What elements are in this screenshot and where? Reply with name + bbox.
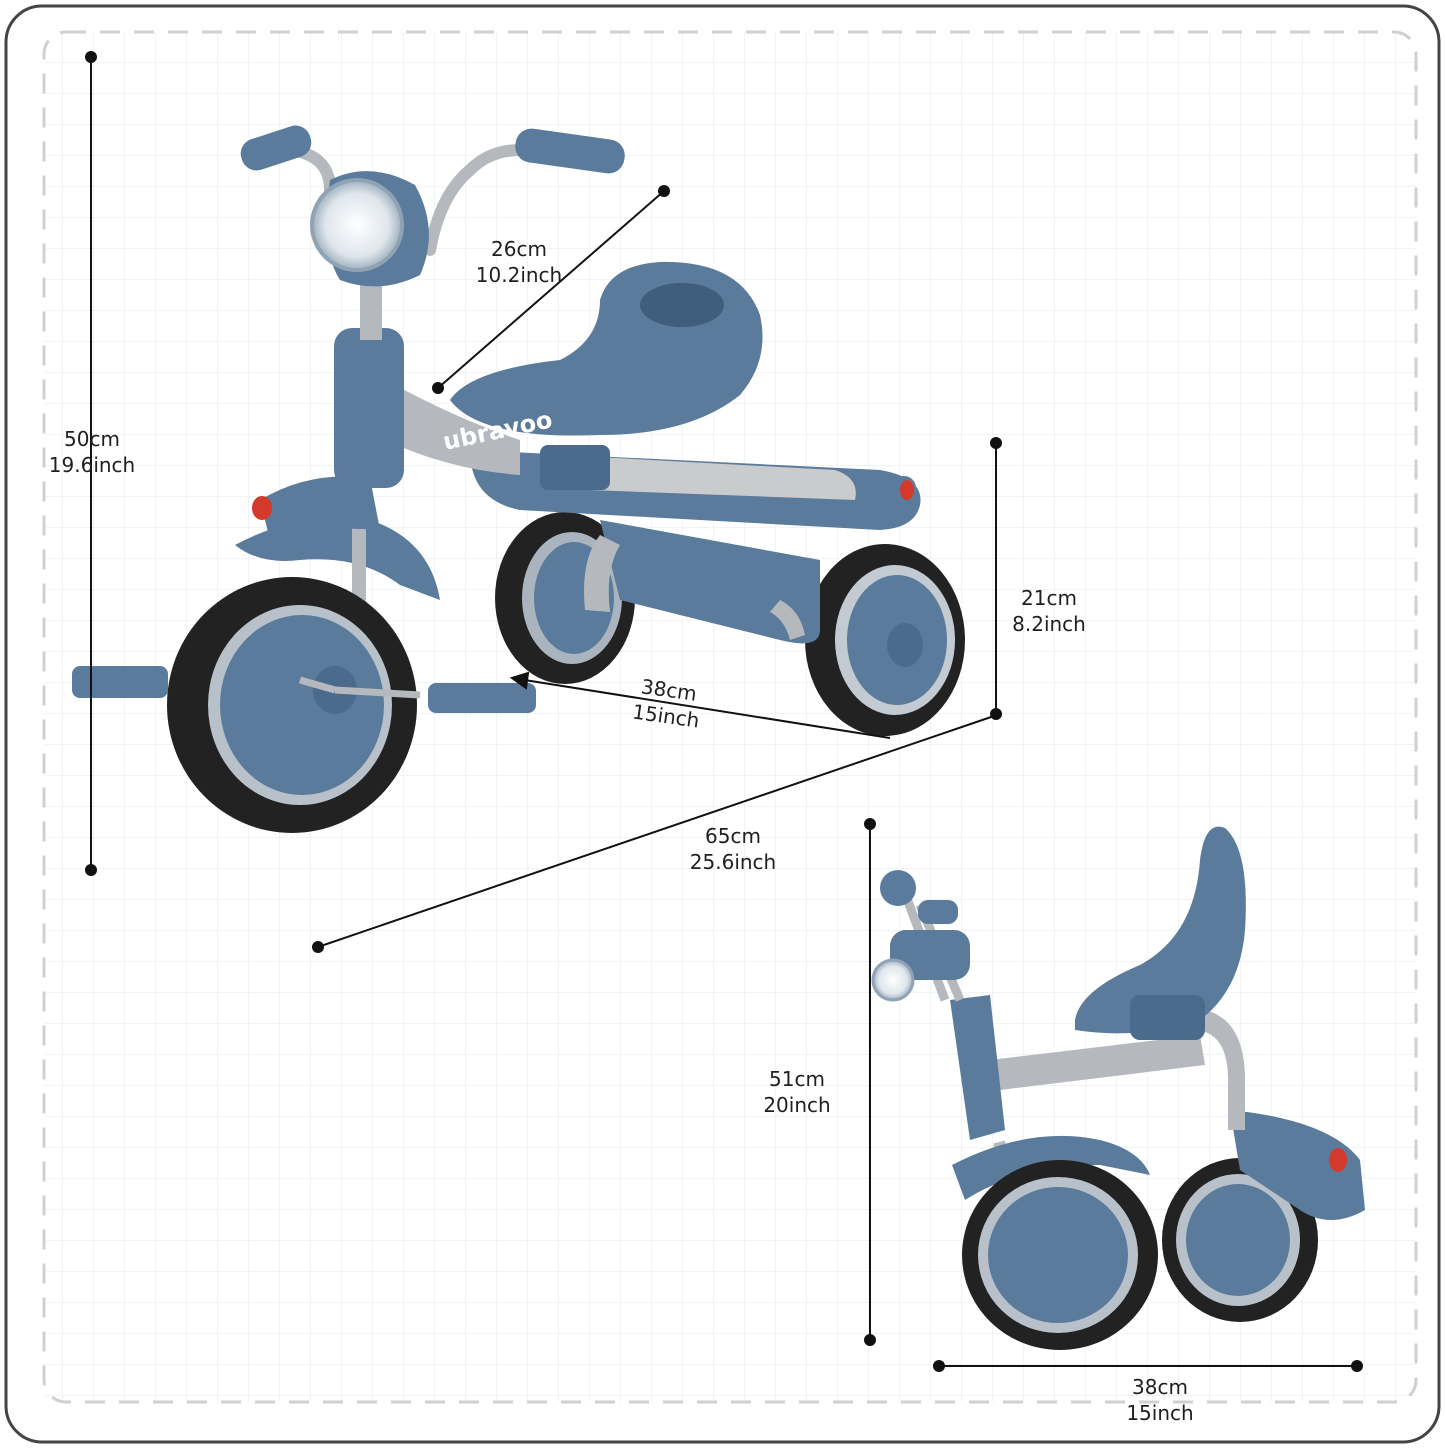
height-cm-label: 50cm <box>64 427 120 451</box>
length-cm-label: 65cm <box>705 824 761 848</box>
folded-right-grip <box>918 900 958 924</box>
steering-stem <box>360 270 382 340</box>
dashed-frame <box>42 30 1418 1404</box>
folded-seat <box>1075 826 1246 1034</box>
folded-height-inch-label: 20inch <box>763 1093 830 1117</box>
seat-cushion <box>560 455 856 500</box>
measure-line-icon <box>85 51 1363 1372</box>
rear-axle-tube <box>584 535 805 640</box>
folded-front-column <box>950 995 1005 1140</box>
reflector-icon <box>900 480 914 500</box>
left-pedal <box>72 666 168 698</box>
rear-reflector <box>858 476 916 504</box>
folded-tricycle-image <box>871 826 1365 1350</box>
seat-handle-hole <box>640 283 724 327</box>
rear-basket <box>600 520 820 644</box>
steering-column <box>334 328 404 488</box>
seat-height-inch-label: 8.2inch <box>1012 612 1086 636</box>
folded-left-grip <box>880 870 916 906</box>
headlight-icon <box>310 178 404 272</box>
tricycle-image: ubravoo <box>72 125 965 833</box>
front-bracket <box>260 476 380 540</box>
right-pedal <box>428 683 536 713</box>
folded-frame-tube <box>990 1035 1205 1090</box>
length-inch-label: 25.6inch <box>690 850 776 874</box>
folded-front-wheel <box>962 1160 1158 1350</box>
wheelbase-line <box>511 677 891 739</box>
folded-seat-post <box>1130 995 1205 1040</box>
front-reflector <box>252 496 272 520</box>
folded-length-cm-label: 38cm <box>1132 1375 1188 1399</box>
folded-reflector <box>1329 1148 1347 1172</box>
pedal-crank <box>299 676 421 699</box>
folded-rear-basket <box>1230 1110 1365 1220</box>
folded-rear-wheel <box>1162 1158 1318 1322</box>
front-fender <box>235 517 440 600</box>
folded-height-cm-label: 51cm <box>769 1067 825 1091</box>
handlebar-seat-line <box>437 190 665 389</box>
folded-length-inch-label: 15inch <box>1126 1401 1193 1425</box>
handlebar-seat-cm-label: 26cm <box>491 237 547 261</box>
folded-rear-upright <box>1205 1010 1245 1130</box>
folded-headlight-icon <box>871 958 915 1002</box>
left-grip <box>240 125 312 171</box>
height-inch-label: 19.6inch <box>49 453 135 477</box>
handlebar-seat-inch-label: 10.2inch <box>476 263 562 287</box>
frame-tube <box>385 385 520 475</box>
seat-height-cm-label: 21cm <box>1021 586 1077 610</box>
length-line <box>317 715 995 948</box>
front-wheel <box>167 577 417 833</box>
rear-right-wheel <box>805 544 965 736</box>
right-grip <box>515 128 625 174</box>
seat-post <box>540 445 610 490</box>
